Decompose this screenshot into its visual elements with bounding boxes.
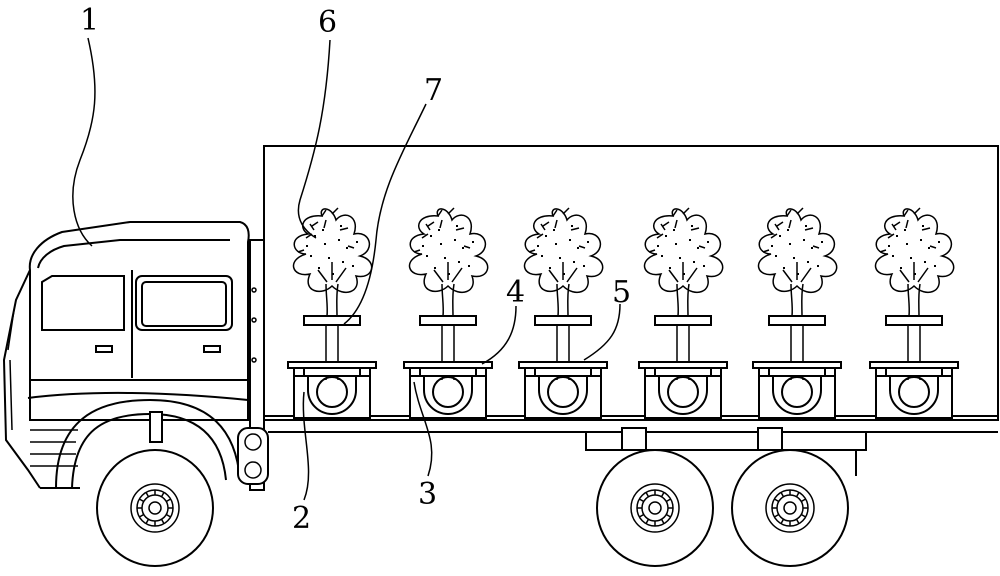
- label-4: 4: [506, 275, 525, 310]
- truck-cab: [2, 221, 269, 491]
- seedling-unit: [403, 207, 493, 419]
- cargo-box: [263, 145, 999, 476]
- leader-lines: [72, 37, 621, 501]
- leader-2: [302, 391, 310, 501]
- front-wheel: [96, 449, 214, 567]
- rear-wheel-2: [731, 449, 849, 567]
- wheels: [96, 449, 849, 567]
- leader-7: [343, 103, 427, 325]
- seedling-unit: [638, 207, 728, 419]
- seedling-units: [287, 207, 959, 419]
- label-3: 3: [418, 477, 437, 512]
- leader-3: [413, 381, 433, 477]
- leader-1: [72, 37, 96, 247]
- label-1: 1: [80, 3, 99, 38]
- leader-4: [481, 305, 517, 365]
- label-2: 2: [292, 501, 311, 536]
- label-5: 5: [612, 275, 631, 310]
- leader-6: [297, 39, 331, 239]
- seedling-unit: [752, 207, 842, 419]
- seedling-unit: [869, 207, 959, 419]
- label-7: 7: [424, 73, 443, 108]
- seedling-unit: [518, 207, 608, 419]
- rear-wheel-1: [596, 449, 714, 567]
- reference-labels: 1 2 3 4 5 6 7: [80, 3, 631, 536]
- label-6: 6: [318, 5, 337, 40]
- seedling-unit: [287, 207, 377, 419]
- leader-5: [583, 303, 621, 361]
